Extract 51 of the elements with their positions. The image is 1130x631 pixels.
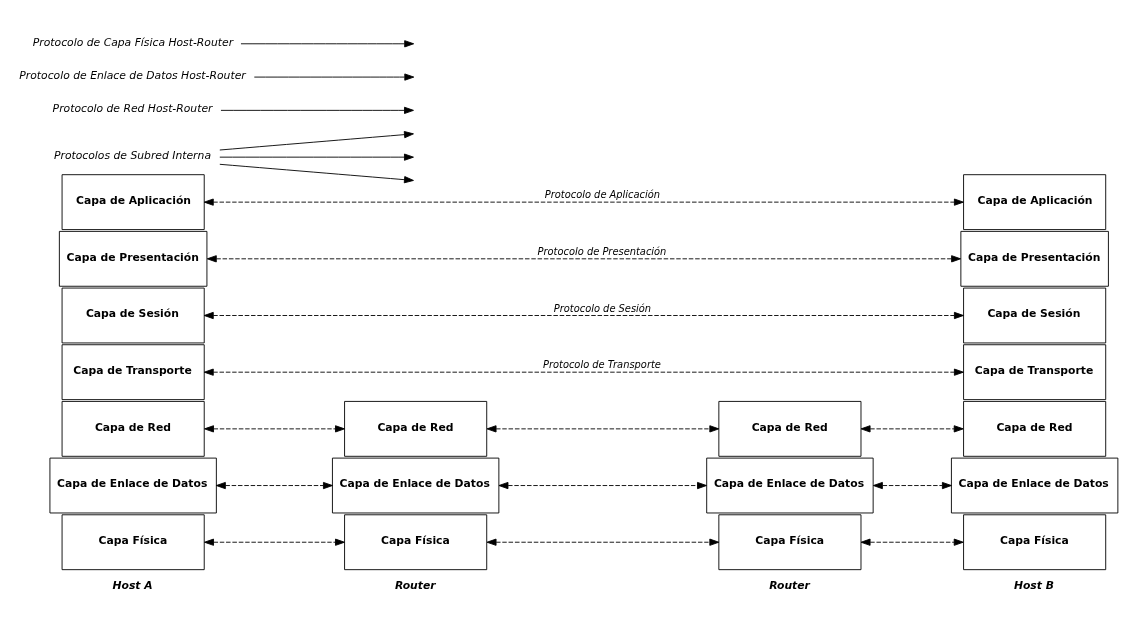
node-box: Capa de Enlace de Datos <box>706 457 874 514</box>
label: Host A <box>112 579 153 593</box>
node-box: Capa de Presentación <box>58 230 208 287</box>
node-box: Capa de Red <box>718 400 862 457</box>
arrow <box>872 481 952 490</box>
arrow <box>486 538 720 546</box>
edge-label: Protocolo de Sesión <box>553 302 652 314</box>
node-box: Capa de Enlace de Datos <box>332 457 500 514</box>
arrow <box>219 153 414 161</box>
node-box: Capa de Sesión <box>963 287 1107 344</box>
arrow <box>219 163 414 184</box>
arrow <box>215 481 333 490</box>
node-text: Protocolos de Subred Interna <box>53 149 212 163</box>
arrow <box>486 425 720 433</box>
arrow <box>220 106 414 114</box>
node-box: Capa de Red <box>344 400 488 457</box>
label: Host B <box>1013 579 1054 593</box>
arrow <box>203 311 964 320</box>
arrow <box>240 40 415 48</box>
edge-label: Protocolo de Transporte <box>542 359 661 371</box>
node-box: Capa de Transporte <box>963 344 1107 401</box>
node-box: Capa Física <box>344 514 488 571</box>
arrow <box>204 425 345 433</box>
node-box: Capa de Sesión <box>61 287 205 344</box>
arrow <box>253 73 415 81</box>
arrow <box>206 255 962 263</box>
node-text: Protocolo de Enlace de Datos Host-Router <box>19 68 246 82</box>
arrow <box>860 538 964 546</box>
arrow <box>203 198 964 206</box>
node-box: Capa de Enlace de Datos <box>950 457 1119 514</box>
edge-label: Protocolo de Presentación <box>537 246 667 258</box>
node-box: Capa de Red <box>963 400 1107 457</box>
node-box: Capa de Presentación <box>960 230 1109 287</box>
arrow <box>203 368 964 376</box>
node-box: Capa de Red <box>61 400 205 457</box>
node-box: Capa Física <box>718 514 862 571</box>
node-text: Protocolo de Capa Física Host-Router <box>32 35 234 49</box>
arrow <box>219 131 414 151</box>
arrow <box>498 481 707 490</box>
node-box: Capa de Aplicación <box>61 174 205 231</box>
arrow <box>860 425 964 433</box>
edge-label: Protocolo de Aplicación <box>544 189 661 201</box>
label: Router <box>394 579 436 593</box>
node-box: Capa de Enlace de Datos <box>49 457 217 514</box>
node-box: Capa de Aplicación <box>963 174 1107 231</box>
node-box: Capa de Transporte <box>61 344 205 401</box>
node-box: Capa Física <box>61 514 205 571</box>
node-box: Capa Física <box>963 514 1107 571</box>
label: Router <box>769 579 810 593</box>
arrow <box>204 538 345 546</box>
node-text: Protocolo de Red Host-Router <box>52 102 213 116</box>
